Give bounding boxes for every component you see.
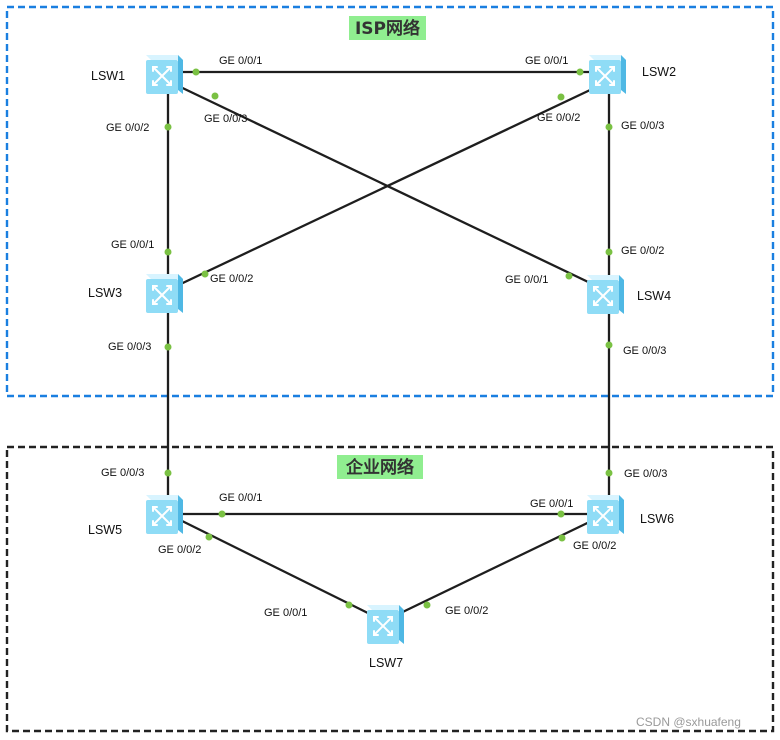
switch-lsw4[interactable]: LSW4 (586, 274, 671, 315)
port-label: GE 0/0/1 (111, 239, 154, 251)
port-label: GE 0/0/2 (210, 273, 253, 285)
port-label: GE 0/0/3 (108, 341, 151, 353)
port-dot-lsw2-g2 (557, 93, 565, 101)
layer3-switch-icon (145, 494, 184, 535)
port-dot-lsw4-g1 (565, 272, 573, 280)
port-dot-lsw2-g1 (576, 68, 584, 76)
port-dot-lsw6-g2 (558, 534, 566, 542)
port-dot-lsw6-g1 (557, 510, 565, 518)
switch-label: LSW7 (369, 656, 403, 670)
port-labels: GE 0/0/1 GE 0/0/1 GE 0/0/3 GE 0/0/1 GE 0… (101, 55, 667, 619)
port-label: GE 0/0/3 (101, 467, 144, 479)
enterprise-zone-title: 企业网络 (345, 457, 414, 478)
port-dot-lsw5-g1 (218, 510, 226, 518)
port-label: GE 0/0/3 (621, 120, 664, 132)
port-label: GE 0/0/1 (264, 607, 307, 619)
port-label: GE 0/0/1 (530, 498, 573, 510)
port-dot-lsw7-g1 (345, 601, 353, 609)
isp-zone-title-bg (349, 16, 426, 40)
switch-label: LSW5 (88, 523, 122, 537)
layer3-switch-icon (586, 274, 625, 315)
layer3-switch-icon (586, 494, 625, 535)
switch-label: LSW2 (642, 65, 676, 79)
port-dot-lsw5-g2 (205, 533, 213, 541)
port-label: GE 0/0/2 (445, 605, 488, 617)
port-dot-lsw4-g2 (605, 248, 613, 256)
links (166, 70, 611, 623)
layer3-switch-icon (366, 604, 405, 645)
port-label: GE 0/0/1 (219, 492, 262, 504)
switch-lsw2[interactable]: LSW2 (588, 54, 676, 95)
port-dot-lsw3-g1 (164, 248, 172, 256)
port-dot-lsw2-g3 (605, 123, 613, 131)
layer3-switch-icon (145, 273, 184, 314)
port-label: GE 0/0/3 (204, 113, 247, 125)
port-label: GE 0/0/1 (219, 55, 262, 67)
link-lsw2-lsw3 (167, 80, 608, 292)
port-dot-lsw1-g1 (192, 68, 200, 76)
port-dot-lsw6-g3 (605, 469, 613, 477)
enterprise-zone-frame (5, 445, 775, 733)
enterprise-zone-title-bg (337, 455, 423, 479)
port-dots (164, 68, 613, 609)
switch-label: LSW1 (91, 69, 125, 83)
switch-lsw3[interactable]: LSW3 (88, 273, 184, 314)
port-label: GE 0/0/2 (621, 245, 664, 257)
switch-label: LSW6 (640, 512, 674, 526)
port-label: GE 0/0/2 (573, 540, 616, 552)
port-label: GE 0/0/1 (505, 274, 548, 286)
switch-lsw5[interactable]: LSW5 (88, 494, 184, 537)
port-label: GE 0/0/3 (624, 468, 667, 480)
port-dot-lsw3-g2 (201, 270, 209, 278)
isp-zone-frame (5, 5, 775, 398)
switch-lsw1[interactable]: LSW1 (91, 54, 184, 95)
layer3-switch-icon (145, 54, 184, 95)
port-label: GE 0/0/2 (537, 112, 580, 124)
port-label: GE 0/0/1 (525, 55, 568, 67)
link-lsw6-lsw7 (383, 512, 607, 623)
watermark: CSDN @sxhuafeng (636, 715, 741, 729)
port-dot-lsw1-g2 (164, 123, 172, 131)
port-dot-lsw1-g3 (211, 92, 219, 100)
switch-lsw6[interactable]: LSW6 (586, 494, 674, 535)
switch-label: LSW4 (637, 289, 671, 303)
port-label: GE 0/0/2 (106, 122, 149, 134)
port-dot-lsw3-g3 (164, 343, 172, 351)
port-dot-lsw4-g3 (605, 341, 613, 349)
port-label: GE 0/0/2 (158, 544, 201, 556)
port-dot-lsw7-g2 (423, 601, 431, 609)
switch-lsw7[interactable]: LSW7 (366, 604, 405, 670)
port-dot-lsw5-g3 (164, 469, 172, 477)
switch-label: LSW3 (88, 286, 122, 300)
port-label: GE 0/0/3 (623, 345, 666, 357)
layer3-switch-icon (588, 54, 627, 95)
isp-zone-title: ISP网络 (355, 18, 420, 39)
